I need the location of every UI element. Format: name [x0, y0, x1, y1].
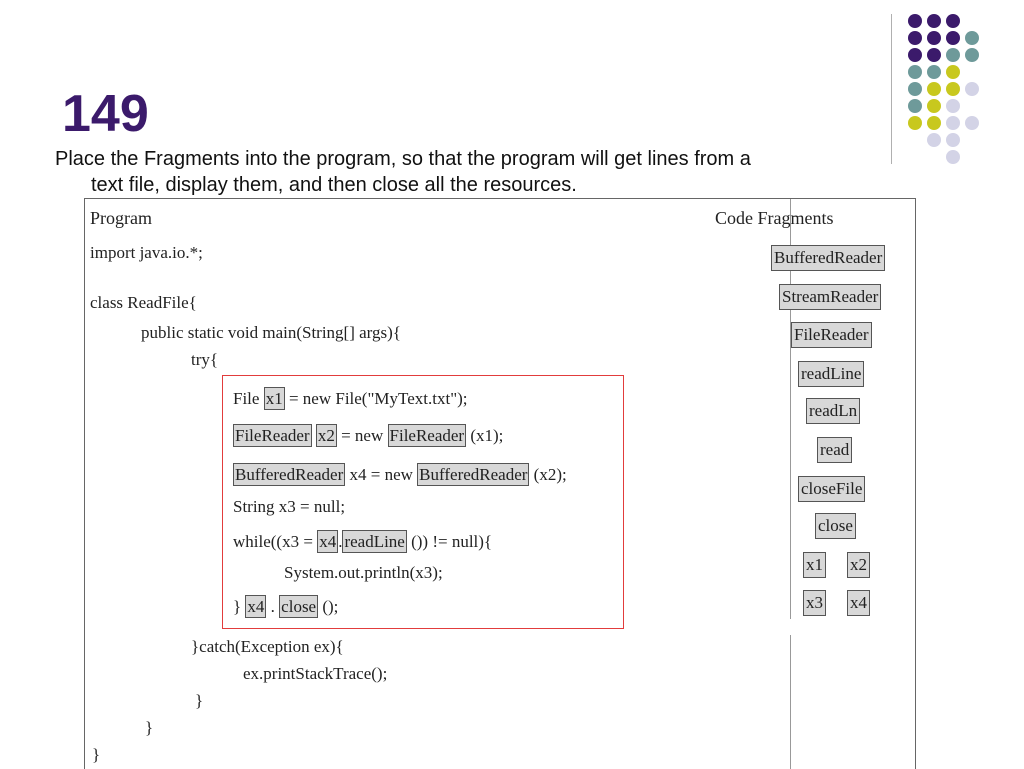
- instructions-line-1: Place the Fragments into the program, so…: [55, 148, 751, 170]
- code-class-decl: class ReadFile{: [90, 293, 197, 312]
- code-text: = new File("MyText.txt");: [284, 389, 468, 408]
- code-line-5: while((x3 = x4.readLine ()) != null){: [233, 530, 493, 553]
- panel-divider-top: [790, 199, 791, 619]
- code-text: ()) != null){: [406, 532, 493, 551]
- fragment-x3[interactable]: x3: [803, 590, 826, 616]
- fragments-header: Code Fragments: [715, 208, 834, 228]
- slide-number: 149: [62, 85, 149, 143]
- decorative-dot: [908, 99, 922, 113]
- code-try: try{: [191, 350, 219, 369]
- code-catch: }catch(Exception ex){: [191, 637, 344, 656]
- code-line-2: FileReader x2 = new FileReader (x1);: [233, 424, 504, 447]
- decorative-dot: [908, 82, 922, 96]
- decorative-dot: [946, 82, 960, 96]
- decorative-dot: [908, 14, 922, 28]
- decorative-dot: [946, 99, 960, 113]
- code-line-7: } x4 . close ();: [233, 595, 338, 618]
- decorative-dot: [927, 14, 941, 28]
- blank-slot-1[interactable]: x1: [263, 387, 285, 410]
- program-header: Program: [90, 208, 152, 228]
- code-text: ();: [318, 597, 339, 616]
- fragment-read[interactable]: read: [817, 437, 853, 463]
- decorative-dot: [946, 48, 960, 62]
- decorative-dot: [946, 150, 960, 164]
- instructions: Place the Fragments into the program, so…: [55, 146, 955, 198]
- code-close-class: }: [92, 745, 101, 764]
- decorative-dot: [965, 48, 979, 62]
- decorative-dot: [965, 82, 979, 96]
- decorative-dot: [908, 48, 922, 62]
- blank-slot-6[interactable]: BufferedReader: [417, 463, 530, 486]
- fragment-readln[interactable]: readLn: [806, 398, 861, 424]
- fragment-readline[interactable]: readLine: [798, 361, 865, 387]
- decorative-dot: [908, 31, 922, 45]
- blank-slot-10[interactable]: close: [279, 595, 319, 618]
- blank-slot-2[interactable]: FileReader: [233, 424, 312, 447]
- decorative-dot: [946, 31, 960, 45]
- blank-slot-3[interactable]: x2: [315, 424, 337, 447]
- decorative-dot: [946, 65, 960, 79]
- fragment-x1[interactable]: x1: [803, 552, 826, 578]
- code-main-decl: public static void main(String[] args){: [141, 323, 401, 342]
- decorative-dot: [927, 65, 941, 79]
- code-line-4: String x3 = null;: [233, 497, 346, 516]
- decorative-dot: [927, 48, 941, 62]
- decorative-dot: [908, 116, 922, 130]
- decorative-dot: [927, 116, 941, 130]
- decorative-dot: [946, 133, 960, 147]
- decorative-dot: [927, 82, 941, 96]
- exercise-panel: Program import java.io.*; class ReadFile…: [84, 198, 916, 769]
- code-close-main: }: [145, 718, 154, 737]
- code-text: .: [266, 597, 280, 616]
- decorative-dot: [927, 31, 941, 45]
- blank-slot-9[interactable]: x4: [245, 595, 267, 618]
- decorative-line: [891, 14, 892, 164]
- fragment-x4[interactable]: x4: [847, 590, 870, 616]
- code-line-6: System.out.println(x3);: [284, 563, 443, 582]
- answer-region: [222, 375, 624, 629]
- panel-divider-bottom: [790, 635, 791, 769]
- code-text: }: [233, 597, 246, 616]
- code-text: (x2);: [529, 465, 567, 484]
- code-import: import java.io.*;: [90, 243, 203, 262]
- code-close-catch: }: [195, 691, 204, 710]
- decorative-dot: [965, 116, 979, 130]
- fragment-streamreader[interactable]: StreamReader: [779, 284, 882, 310]
- blank-slot-5[interactable]: BufferedReader: [233, 463, 346, 486]
- fragment-bufferedreader[interactable]: BufferedReader: [771, 245, 886, 271]
- code-text: while((x3 =: [233, 532, 318, 551]
- fragment-x2[interactable]: x2: [847, 552, 870, 578]
- fragment-closefile[interactable]: closeFile: [798, 476, 866, 502]
- code-text: (x1);: [466, 426, 504, 445]
- code-text: x4 = new: [345, 465, 418, 484]
- decorative-dot: [946, 14, 960, 28]
- decorative-dot: [927, 133, 941, 147]
- fragment-filereader[interactable]: FileReader: [791, 322, 872, 348]
- blank-slot-8[interactable]: readLine: [342, 530, 407, 553]
- code-line-1: File x1 = new File("MyText.txt");: [233, 387, 468, 410]
- decorative-dot: [965, 31, 979, 45]
- instructions-line-2: text file, display them, and then close …: [91, 174, 577, 196]
- blank-slot-4[interactable]: FileReader: [387, 424, 467, 447]
- decorative-dot: [927, 99, 941, 113]
- blank-slot-7[interactable]: x4: [317, 530, 339, 553]
- decorative-dot: [908, 65, 922, 79]
- decorative-dot-grid: [908, 14, 1008, 174]
- code-line-3: BufferedReader x4 = new BufferedReader (…: [233, 463, 567, 486]
- code-print-trace: ex.printStackTrace();: [243, 664, 388, 683]
- decorative-dot: [946, 116, 960, 130]
- fragment-close[interactable]: close: [815, 513, 856, 539]
- code-text: File: [233, 389, 264, 408]
